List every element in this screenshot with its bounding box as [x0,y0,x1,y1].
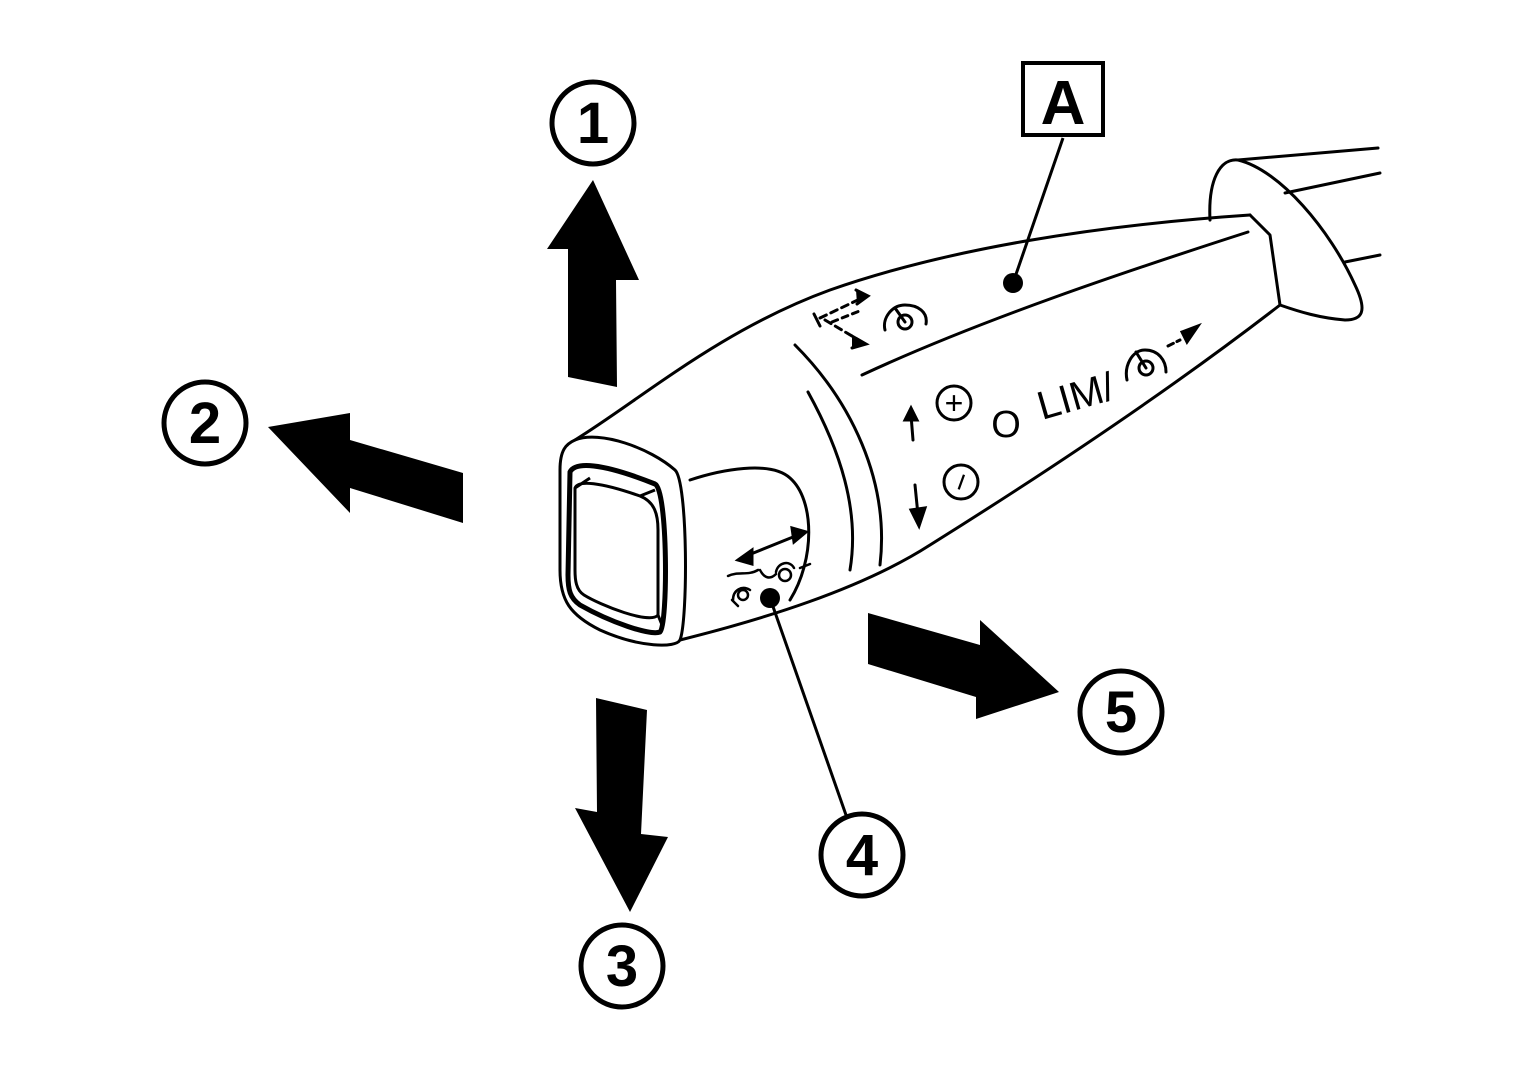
speedometer-icon-top [882,303,928,332]
end-cap-inner-frame [565,463,668,636]
stalk-lower-edge [678,303,1282,642]
callout-4: 4 [760,588,906,899]
stalk-lever [573,146,1382,642]
arrow-left [268,413,463,523]
callout-2-label: 2 [189,391,221,456]
lever-text: + − O LIM/ [941,365,1120,497]
callout-3-label: 3 [606,934,638,999]
stalk-upper-edge [573,213,1252,442]
plus-circle [935,384,973,422]
callout-5: 5 [1077,668,1165,756]
lever-markings [726,288,1202,608]
lim-dash-arrow [1166,338,1182,348]
speedometer-icon-lim [1124,348,1168,382]
stalk-end-facet [1248,213,1282,307]
callout-5-label: 5 [1105,680,1137,745]
callout-4-label: 4 [846,823,878,888]
callout-1: 1 [549,79,637,167]
callout-1-label: 1 [577,91,609,156]
end-cap-button-face [573,481,660,620]
lim-text: LIM/ [1032,365,1120,429]
part-label-a-text: A [1041,69,1086,138]
rotary-ring [688,466,811,602]
stalk-ridge-line [860,230,1250,377]
part-label-a: A [1003,61,1105,293]
plus-symbol: + [945,385,964,421]
ring-speed-icons [726,561,812,608]
end-cap-button[interactable] [558,435,687,647]
arrow-down [575,698,668,912]
ring-groove-back [793,343,883,567]
arrow-up [547,180,639,387]
end-cap-bevel [574,476,664,626]
arrow-right [868,613,1059,719]
ring-double-arrow-mark [744,533,800,558]
end-cap-outer [558,435,687,647]
minus-circle [942,463,980,501]
column-attachment [1236,146,1382,264]
off-symbol: O [991,404,1021,446]
direction-arrows [268,180,1059,912]
callout-2: 2 [161,379,249,467]
callout-3: 3 [578,922,666,1010]
ring-groove-front [806,390,855,572]
stalk-collar [1208,158,1364,322]
